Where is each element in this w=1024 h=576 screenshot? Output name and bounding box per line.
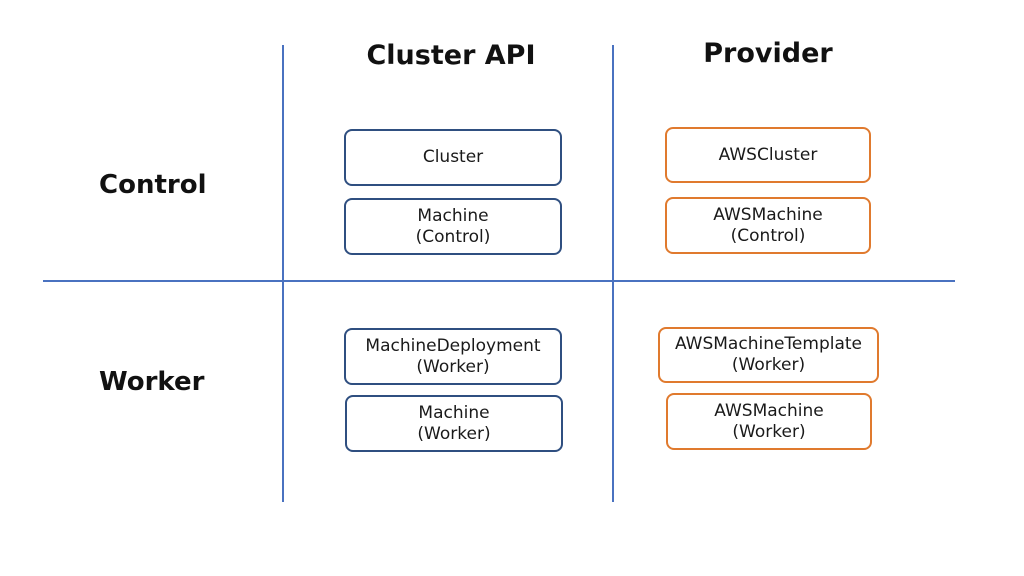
aws-machine-control-box-label: AWSMachine	[713, 204, 823, 225]
aws-machine-control-box-sublabel: (Control)	[730, 225, 806, 246]
machine-control-box: Machine (Control)	[344, 198, 562, 255]
column-header-cluster-api: Cluster API	[366, 40, 536, 71]
cluster-box-label: Cluster	[422, 147, 484, 167]
aws-machine-template-box-sublabel: (Worker)	[731, 355, 806, 375]
column-divider-right	[612, 45, 614, 502]
cluster-box: Cluster	[344, 129, 562, 186]
row-header-worker: Worker	[99, 367, 205, 397]
machine-control-box-sublabel: (Control)	[415, 226, 491, 247]
machine-worker-box-label: Machine	[418, 402, 490, 423]
aws-machine-worker-box-sublabel: (Worker)	[732, 421, 806, 442]
machine-worker-box-sublabel: (Worker)	[417, 423, 491, 444]
row-header-control: Control	[99, 170, 207, 200]
aws-machine-template-box-label: AWSMachineTemplate	[674, 334, 863, 354]
aws-cluster-box-label: AWSCluster	[718, 144, 818, 165]
aws-machine-worker-box: AWSMachine (Worker)	[666, 393, 872, 450]
aws-machine-template-box: AWSMachineTemplate (Worker)	[658, 327, 879, 383]
aws-machine-control-box: AWSMachine (Control)	[665, 197, 871, 254]
machine-worker-box: Machine (Worker)	[345, 395, 563, 452]
machine-control-box-label: Machine	[417, 205, 489, 226]
row-divider	[43, 280, 955, 282]
machine-deployment-box-sublabel: (Worker)	[416, 356, 490, 377]
aws-cluster-box: AWSCluster	[665, 127, 871, 183]
machine-deployment-box: MachineDeployment (Worker)	[344, 328, 562, 385]
aws-machine-worker-box-label: AWSMachine	[714, 400, 824, 421]
column-divider-left	[282, 45, 284, 502]
machine-deployment-box-label: MachineDeployment	[365, 335, 541, 356]
column-header-provider: Provider	[703, 38, 833, 69]
